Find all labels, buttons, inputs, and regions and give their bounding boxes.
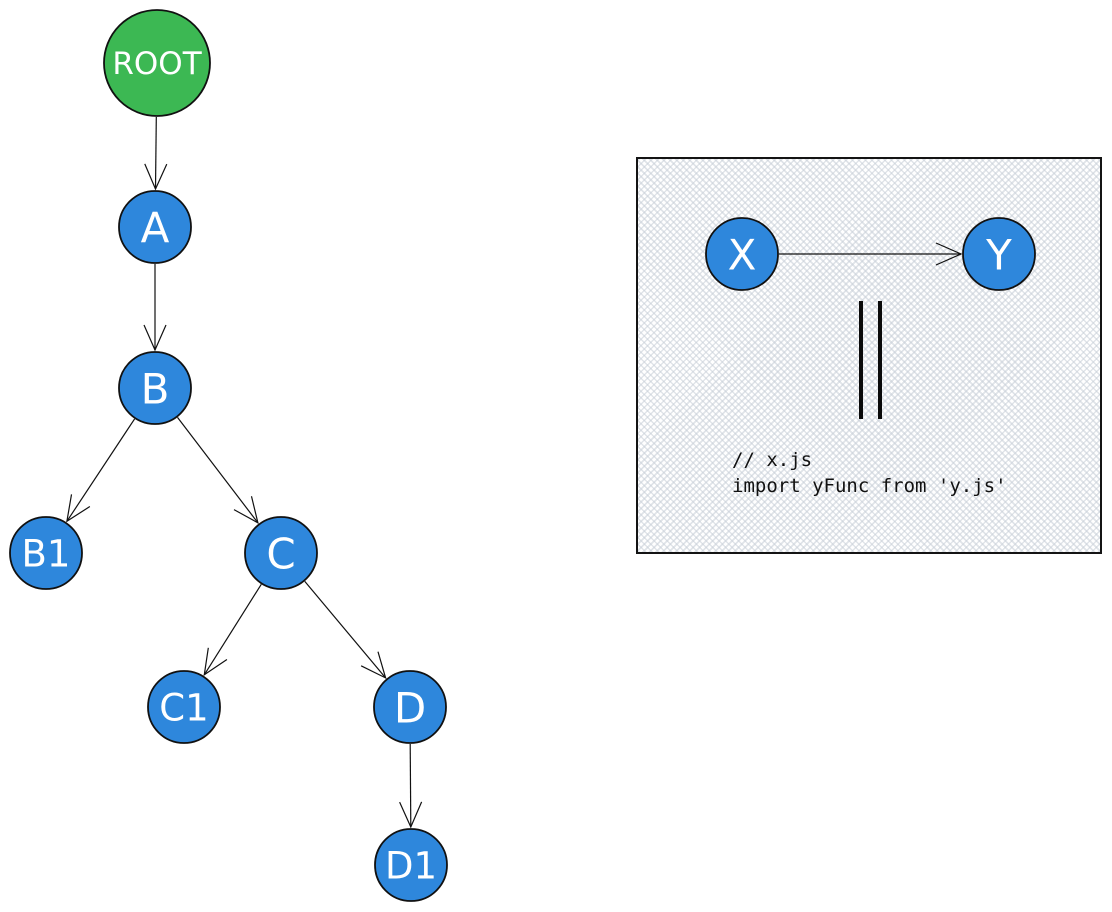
node-label-a: A — [141, 204, 170, 253]
dependency-tree-graph: ROOT A B B1 C C1 D D1 — [9, 9, 448, 902]
edge-d-d1 — [399, 743, 423, 829]
node-label-c: C — [266, 530, 295, 579]
node-circle-a — [118, 190, 192, 264]
edge-c-c1 — [203, 583, 262, 677]
node-circle-c1 — [147, 670, 221, 744]
code-line-import: import yFunc from 'y.js' — [732, 475, 1007, 497]
node-circle-x — [705, 217, 779, 291]
node-label-root: ROOT — [112, 46, 202, 82]
node-circle-root — [103, 9, 211, 117]
node-label-x: X — [728, 231, 757, 280]
node-label-y: Y — [985, 231, 1012, 280]
node-circle-c — [244, 516, 318, 590]
node-label-c1: C1 — [159, 687, 208, 730]
node-circle-b1 — [9, 516, 83, 590]
node-label-b: B — [141, 365, 170, 414]
node-circle-b — [118, 351, 192, 425]
code-snippet: // x.js import yFunc from 'y.js' — [732, 447, 1007, 499]
edge-b-c — [177, 417, 259, 524]
edge-root-a — [144, 116, 168, 191]
node-label-d: D — [394, 684, 426, 733]
node-circle-d — [373, 670, 447, 744]
edge-c-d — [304, 581, 387, 680]
edge-b-b1 — [66, 418, 136, 523]
node-label-d1: D1 — [385, 845, 437, 888]
node-circle-d1 — [374, 828, 448, 902]
code-line-comment: // x.js — [732, 449, 813, 471]
node-circle-y — [962, 217, 1036, 291]
node-label-b1: B1 — [22, 533, 71, 576]
